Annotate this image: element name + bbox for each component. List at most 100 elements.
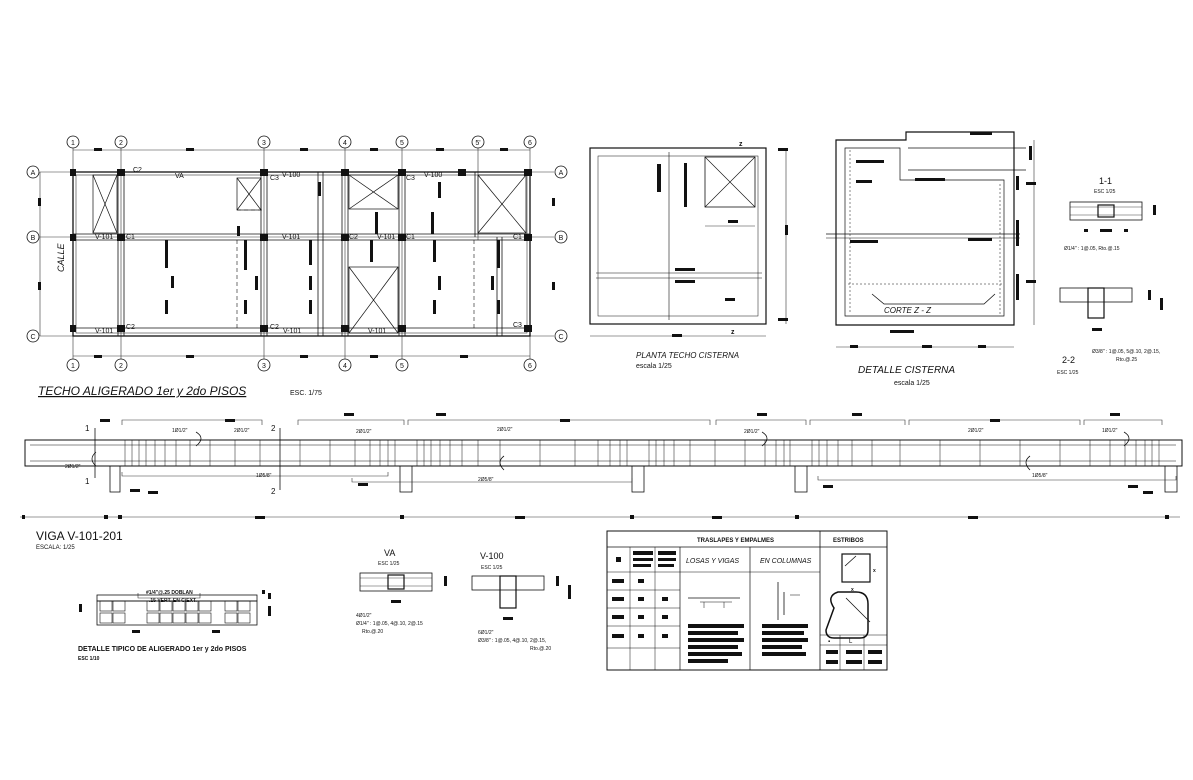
section-note: Ø1/4" : 1@.05, Rto.@.15 [1064, 246, 1120, 252]
brick-blocks [99, 600, 251, 624]
section-note: Rto.@.25 [1116, 357, 1137, 363]
beam-label: V-100 [424, 172, 442, 179]
column-label: C3 [406, 175, 415, 182]
v100-section: V-100 ESC 1/25 6Ø1/2" Ø3/8" : 1@.05, 4@.… [471, 551, 571, 652]
cistern-detail-scale: escala 1/25 [894, 380, 930, 387]
section-scale: ESC 1/25 [378, 561, 400, 567]
beam-label: V-101 [95, 328, 113, 335]
table-title: TRASLAPES Y EMPALMES [697, 538, 774, 544]
axis-bubbles-bottom: 1 2 3 4 5 6 [66, 358, 537, 372]
column-label: C1 [126, 234, 135, 241]
stirrup-mark: ▪ [828, 639, 830, 645]
bar-label: 2Ø1/2" [356, 429, 372, 435]
row-label: B [31, 235, 36, 242]
axis-label: 2 [119, 363, 123, 370]
detail-title: DETALLE TIPICO DE ALIGERADO 1er y 2do PI… [78, 646, 247, 653]
span-dim-marks [22, 515, 1169, 519]
cut-marker: z [739, 141, 743, 148]
cut-mark: 1 [85, 477, 90, 486]
bar-label: 2Ø1/2" [497, 427, 513, 433]
detail-scale: ESC 1/10 [78, 656, 100, 662]
cut-mark: 2 [271, 487, 276, 496]
stirrup-mark: L [849, 639, 853, 645]
axis-label: 3 [262, 363, 266, 370]
section-note: 4Ø1/2" [356, 613, 372, 619]
joist-detail: #1/4"@.25 DOBLAN .15 VERT. EN C/EXT. DET… [78, 590, 271, 662]
plan-scale: ESC. 1/75 [290, 390, 322, 397]
cistern-roof-plan: z z PLANTA TECHO CISTERNA escala 1/25 [589, 141, 788, 370]
column-label: C1 [513, 234, 522, 241]
beam-scale: ESCALA: 1/25 [36, 545, 75, 551]
row-bubbles: A B C A B C [26, 165, 568, 343]
axis-label: 4 [343, 140, 347, 147]
beam-label: V-101 [282, 234, 300, 241]
bar-label: 2Ø1/2" [65, 464, 81, 470]
row-label: B [559, 235, 564, 242]
section-title: 1-1 [1099, 176, 1112, 186]
stirrup-dim-x: x [873, 568, 876, 574]
bar-label: 2Ø5/8" [478, 477, 494, 483]
axis-label: 5 [400, 140, 404, 147]
joists-dashed [236, 209, 475, 328]
bar-extent-lines [121, 419, 1163, 425]
section-note: 6Ø1/2" [478, 630, 494, 636]
beam-label: V-100 [282, 172, 300, 179]
beam-lines [73, 172, 530, 336]
plan-dimension-marks [38, 148, 555, 358]
axis-label: 5' [475, 140, 480, 147]
beam-elevation: 1Ø1/2" 2Ø1/2" 2Ø1/2" 2Ø1/2" 2Ø1/2" 2Ø1/2… [20, 413, 1183, 551]
beam-label: V-101 [283, 328, 301, 335]
section-title: VA [384, 548, 395, 558]
section-2-2: 2-2 ESC 1/25 Ø3/8" : 1@.05, 5@.10, 2@.15… [1057, 287, 1163, 376]
cistern-detail-title: DETALLE CISTERNA [858, 365, 955, 376]
row-label: A [31, 170, 36, 177]
cut-label: CORTE Z - Z [884, 306, 932, 315]
va-section: VA ESC 1/25 4Ø1/2" Ø1/4" : 1@.05, 4@.10,… [356, 548, 447, 635]
column-label: C2 [126, 324, 135, 331]
section-scale: ESC 1/25 [1057, 370, 1079, 376]
column-label: C3 [513, 322, 522, 329]
beam-labels: VA V-100 V-100 V-101 V-101 V-101 V-101 V… [95, 167, 522, 335]
stirrups [124, 440, 1160, 466]
column-label: C2 [349, 234, 358, 241]
beam-label: V-101 [368, 328, 386, 335]
columns [70, 169, 532, 332]
column-label: C3 [270, 175, 279, 182]
stirrup-dim-x: x [851, 587, 854, 593]
row-label: C [558, 334, 563, 341]
axis-label: 4 [343, 363, 347, 370]
section-scale: ESC 1/25 [1094, 189, 1116, 195]
axis-label: 1 [71, 140, 75, 147]
table-rows [607, 571, 680, 649]
section-note: Ø1/4" : 1@.05, 4@.10, 2@.15 [356, 621, 423, 627]
table-header: LOSAS Y VIGAS [686, 558, 739, 565]
beam-label: V-101 [377, 234, 395, 241]
bar-label: 1Ø5/8" [1032, 473, 1048, 479]
axis-bubbles-top: 1 2 3 4 5 5' 6 [66, 135, 537, 149]
table-header: ESTRIBOS [833, 538, 864, 544]
bar-label: 2Ø1/2" [744, 429, 760, 435]
cistern-detail: CORTE Z - Z DETALLE CISTERNA escala 1/25 [826, 131, 1036, 387]
row-label: C [30, 334, 35, 341]
roof-plan: 1 2 3 4 5 5' 6 1 2 3 4 5 6 [26, 135, 568, 398]
section-note: Rto.@.20 [530, 646, 551, 652]
slab-outline [72, 171, 531, 337]
section-1-1: 1-1 ESC 1/25 Ø1/4" : 1@.05, Rto.@.15 [1064, 176, 1156, 252]
beam-title: VIGA V-101-201 [36, 529, 123, 543]
section-title: 2-2 [1062, 355, 1075, 365]
table-cell-marks [612, 551, 882, 664]
section-title: V-100 [480, 551, 504, 561]
bar-label: 1Ø1/2" [1102, 428, 1118, 434]
section-note: Ø3/8" : 1@.05, 5@.10, 2@.15, [1092, 349, 1160, 355]
street-label: CALLE [56, 242, 66, 272]
bar-label: 2Ø1/2" [234, 428, 250, 434]
plan-title: TECHO ALIGERADO 1er y 2do PISOS [38, 384, 246, 398]
cut-marker: z [731, 329, 735, 336]
detail-note: #1/4"@.25 DOBLAN [146, 590, 193, 596]
splices-table: x x ▪ L TRASLAPES Y EMPALMES LOSAS Y VIG… [606, 530, 888, 671]
section-note: Ø3/8" : 1@.05, 4@.10, 2@.15, [478, 638, 546, 644]
axis-label: 1 [71, 363, 75, 370]
column-label: C2 [270, 324, 279, 331]
cistern-plan-title: PLANTA TECHO CISTERNA [636, 351, 739, 360]
